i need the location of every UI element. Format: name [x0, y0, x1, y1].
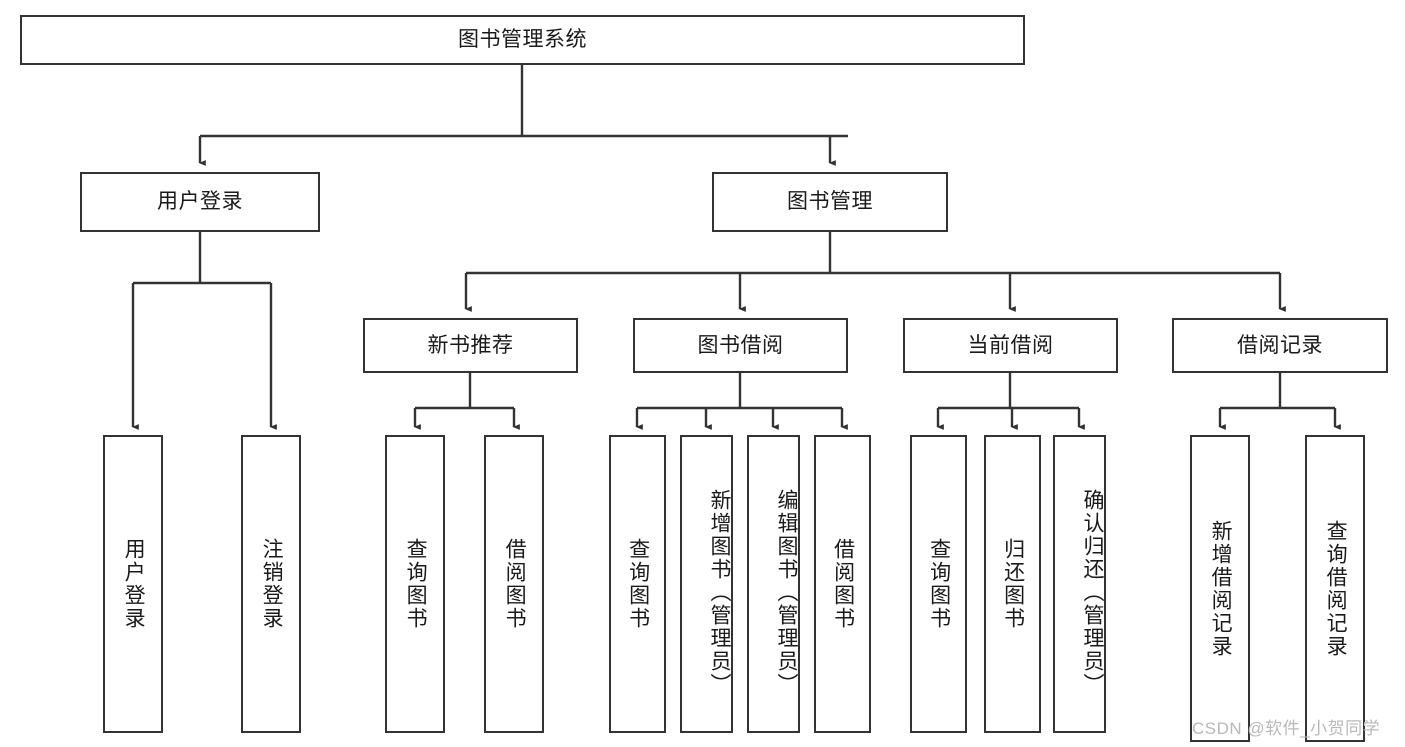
node-user-login-label: 用户登录	[157, 190, 243, 214]
leaf-edit-book-admin-label: 编辑图书（管理员）	[775, 488, 798, 696]
leaf-confirm-return[interactable]: 确认归还（管理员）	[1053, 435, 1106, 733]
leaf-borrow-book-1-label: 借阅图书	[503, 538, 527, 630]
leaf-query-book-3-label: 查询图书	[927, 538, 951, 630]
node-borrow-record-label: 借阅记录	[1237, 333, 1323, 357]
node-book-manage-label: 图书管理	[787, 190, 873, 214]
leaf-query-book-2-label: 查询图书	[626, 538, 650, 630]
leaf-query-book-1[interactable]: 查询图书	[385, 435, 445, 733]
leaf-edit-book-admin[interactable]: 编辑图书（管理员）	[747, 435, 800, 733]
node-current-borrow[interactable]: 当前借阅	[903, 318, 1118, 373]
leaf-query-book-3[interactable]: 查询图书	[910, 435, 967, 733]
leaf-borrow-book-2[interactable]: 借阅图书	[814, 435, 871, 733]
leaf-add-record[interactable]: 新增借阅记录	[1190, 435, 1250, 742]
leaf-borrow-book-2-label: 借阅图书	[831, 538, 855, 630]
leaf-borrow-book-1[interactable]: 借阅图书	[484, 435, 544, 733]
leaf-user-login[interactable]: 用户登录	[103, 435, 163, 733]
leaf-add-book-admin[interactable]: 新增图书（管理员）	[680, 435, 733, 733]
node-user-login[interactable]: 用户登录	[80, 172, 320, 232]
leaf-return-book-label: 归还图书	[1001, 538, 1025, 630]
node-new-book-rec-label: 新书推荐	[427, 333, 514, 357]
leaf-return-book[interactable]: 归还图书	[984, 435, 1041, 733]
node-new-book-rec[interactable]: 新书推荐	[363, 318, 578, 373]
leaf-query-record-label: 查询借阅记录	[1324, 519, 1348, 658]
leaf-user-logout[interactable]: 注销登录	[241, 435, 301, 733]
leaf-query-book-2[interactable]: 查询图书	[609, 435, 666, 733]
node-root-label: 图书管理系统	[458, 28, 587, 52]
node-book-manage[interactable]: 图书管理	[712, 172, 948, 232]
leaf-query-book-1-label: 查询图书	[404, 538, 428, 630]
node-current-borrow-label: 当前借阅	[967, 333, 1054, 357]
csdn-watermark: CSDN @软件_小贺同学	[1192, 719, 1381, 738]
leaf-query-record[interactable]: 查询借阅记录	[1305, 435, 1365, 742]
leaf-add-book-admin-label: 新增图书（管理员）	[708, 488, 731, 696]
leaf-user-logout-label: 注销登录	[260, 538, 284, 630]
node-root[interactable]: 图书管理系统	[20, 15, 1025, 65]
leaf-add-record-label: 新增借阅记录	[1209, 519, 1233, 658]
node-book-borrow[interactable]: 图书借阅	[633, 318, 848, 373]
leaf-confirm-return-label: 确认归还（管理员）	[1081, 488, 1104, 696]
leaf-user-login-label: 用户登录	[122, 538, 146, 630]
node-borrow-record[interactable]: 借阅记录	[1172, 318, 1388, 373]
node-book-borrow-label: 图书借阅	[697, 333, 784, 357]
